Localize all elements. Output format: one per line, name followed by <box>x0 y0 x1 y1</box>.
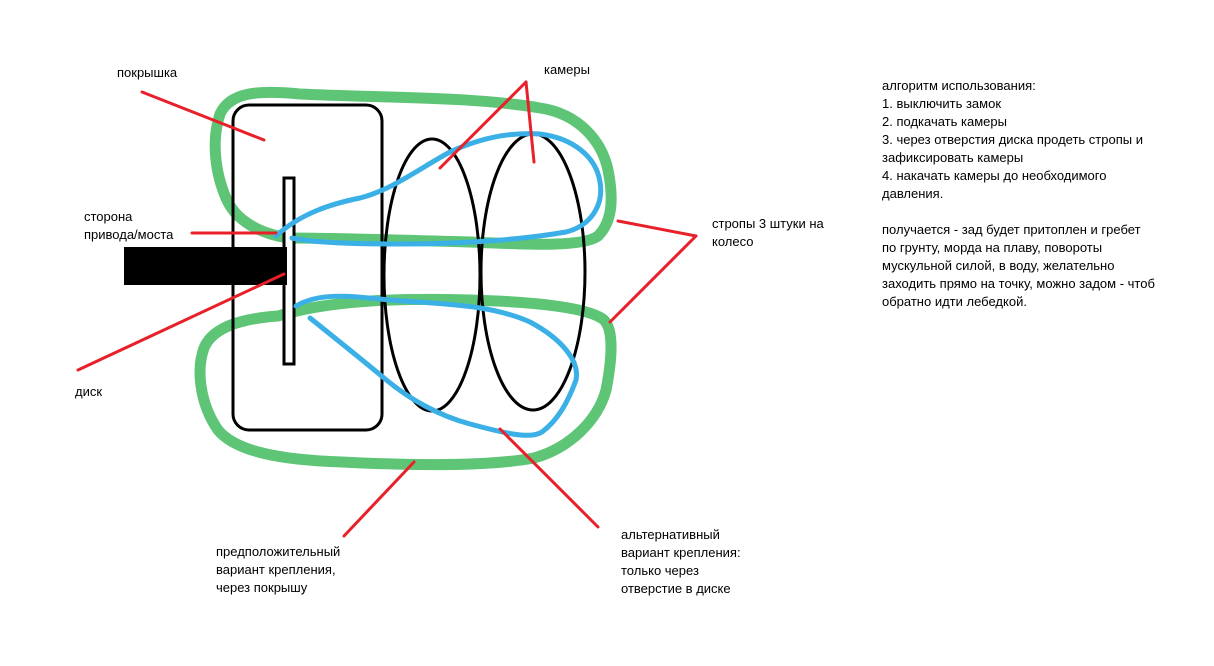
algorithm-heading: алгоритм использования: <box>882 78 1036 93</box>
algorithm-text-block: алгоритм использования: 1. выключить зам… <box>882 77 1202 311</box>
label-tire-text: покрышка <box>117 65 178 80</box>
label-proposed-line-1: предположительный <box>216 544 341 559</box>
algorithm-step-3: 3. через отверстия диска продеть стропы … <box>882 132 1143 147</box>
label-alternative-line-2: вариант крепления: <box>621 545 741 560</box>
label-alternative-line-4: отверстие в диске <box>621 581 731 596</box>
label-alternative-line-1: альтернативный <box>621 527 720 542</box>
result-line-4: заходить прямо на точку, можно задом - ч… <box>882 276 1155 291</box>
label-drive-side-line-2: привода/моста <box>84 227 174 242</box>
pointer-disk <box>76 272 286 372</box>
blue-straps <box>273 131 604 438</box>
label-drive-side: сторона привода/моста <box>84 208 173 244</box>
algorithm-step-1: 1. выключить замок <box>882 96 1002 111</box>
label-straps-line-1: стропы 3 штуки на <box>712 216 824 231</box>
algorithm-step-3-cont: зафиксировать камеры <box>882 150 1024 165</box>
pointer-camera-1 <box>438 80 528 170</box>
label-proposed-line-3: через покрышу <box>216 580 308 595</box>
label-straps-line-2: колесо <box>712 234 754 249</box>
blue-strap-upper <box>273 131 604 247</box>
pointer-alternative <box>498 427 600 529</box>
algorithm-gap <box>882 203 1202 221</box>
label-straps: стропы 3 штуки на колесо <box>712 215 824 251</box>
label-tire: покрышка <box>117 64 177 82</box>
pointer-strap-2 <box>608 234 698 324</box>
label-alternative-line-3: только через <box>621 563 699 578</box>
label-proposed-mount: предположительный вариант крепления, чер… <box>216 543 340 597</box>
result-line-2: по грунту, морда на плаву, повороты <box>882 240 1103 255</box>
algorithm-step-2: 2. подкачать камеры <box>882 114 1007 129</box>
result-line-3: мускульной силой, в воду, желательно <box>882 258 1115 273</box>
pointer-tire <box>140 90 266 142</box>
result-line-1: получается - зад будет притоплен и гребе… <box>882 222 1141 237</box>
result-line-5: обратно идти лебедкой. <box>882 294 1027 309</box>
label-alternative-mount: альтернативный вариант крепления: только… <box>621 526 741 598</box>
green-strap-lower <box>194 293 617 471</box>
label-cameras: камеры <box>544 61 590 79</box>
pointer-camera-2 <box>524 80 536 164</box>
algorithm-step-4-cont: давления. <box>882 186 944 201</box>
blue-strap-lower <box>293 293 579 438</box>
camera-ellipse-2 <box>479 132 587 412</box>
label-drive-side-line-1: сторона <box>84 209 133 224</box>
label-cameras-text: камеры <box>544 62 590 77</box>
label-proposed-line-2: вариант крепления, <box>216 562 336 577</box>
pointer-lines <box>76 80 698 538</box>
label-disk-text: диск <box>75 384 103 399</box>
label-disk: диск <box>75 383 102 401</box>
axle-bar <box>124 247 287 285</box>
green-strap-upper <box>209 86 617 250</box>
algorithm-step-4: 4. накачать камеры до необходимого <box>882 168 1107 183</box>
pointer-strap-1 <box>616 219 698 238</box>
pointer-proposed <box>342 460 416 538</box>
